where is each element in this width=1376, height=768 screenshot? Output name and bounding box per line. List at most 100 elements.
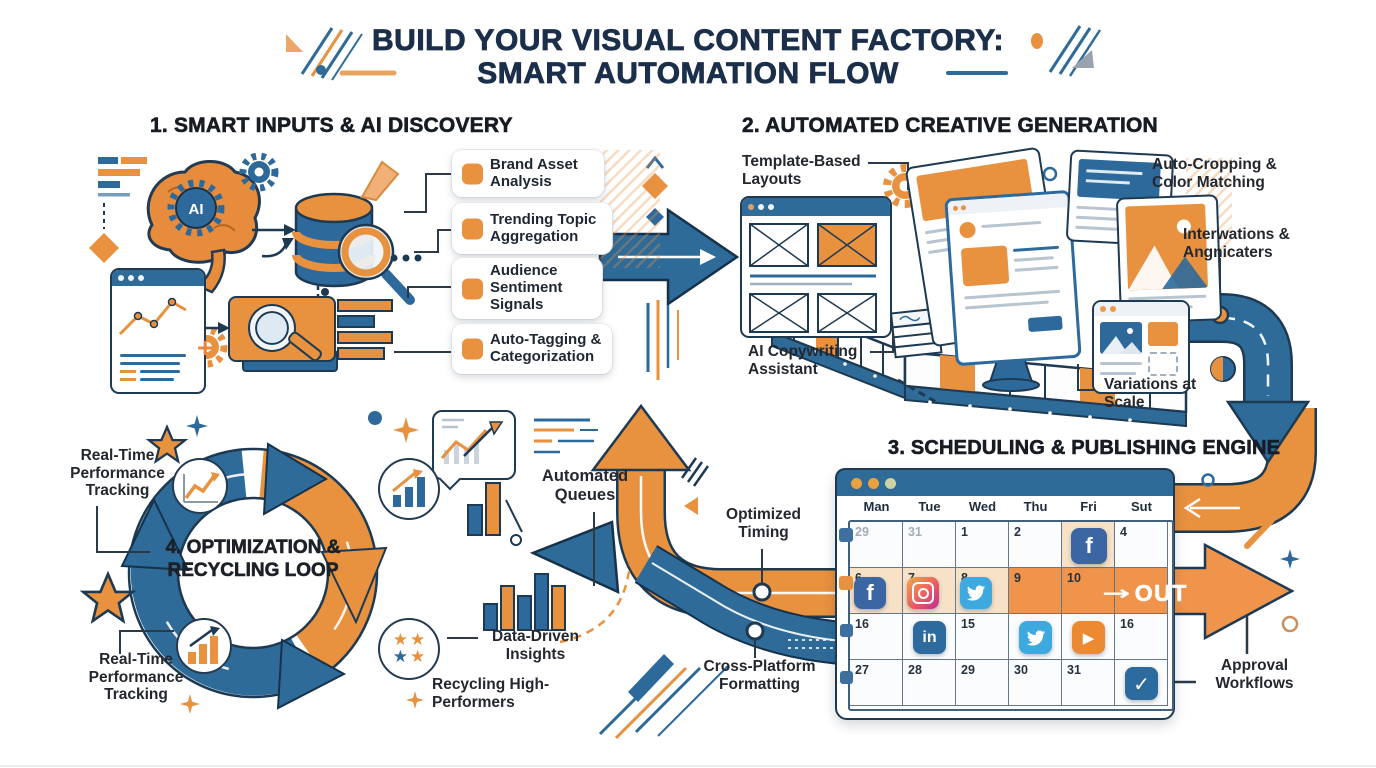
bullet-icon bbox=[462, 163, 483, 184]
label-ai-copywriting: AI Copywriting Assistant bbox=[748, 343, 858, 378]
bullet-icon bbox=[462, 218, 483, 239]
calendar-cell: 15 bbox=[956, 614, 1009, 660]
window-dot bbox=[868, 477, 879, 489]
window-dot bbox=[885, 477, 896, 489]
card-connectors bbox=[394, 173, 452, 353]
dashed-curves-decor bbox=[559, 196, 1199, 644]
plus-decor: + bbox=[197, 332, 214, 363]
line-chart-icon bbox=[118, 297, 187, 336]
list-bullet bbox=[840, 624, 853, 637]
instagram-icon bbox=[907, 577, 939, 609]
check-icon: ✓ bbox=[1125, 667, 1158, 700]
label-interwations: Interwations & Angnicaters bbox=[1183, 226, 1290, 261]
day-header: Wed bbox=[968, 499, 997, 514]
youtube-icon: ▶ bbox=[1072, 621, 1105, 654]
star-icon bbox=[79, 424, 189, 625]
list-bullet bbox=[840, 671, 853, 684]
facebook-icon: f bbox=[1071, 528, 1107, 564]
wireframe-browser bbox=[740, 196, 892, 338]
bar-chart-small-icon bbox=[467, 482, 523, 536]
card-label: Brand Asset Analysis bbox=[490, 155, 578, 190]
calendar-titlebar bbox=[835, 468, 1175, 496]
arrow-right-icon: → bbox=[1102, 581, 1131, 605]
window-titlebar bbox=[112, 270, 204, 286]
calendar-cell: 28 bbox=[903, 660, 956, 706]
section4-header: 4. OPTIMIZATION & RECYCLING LOOP bbox=[165, 537, 341, 581]
node-connectors bbox=[96, 506, 1249, 684]
label-cross-platform: Cross-Platform Formatting bbox=[703, 658, 816, 693]
mountain-image-icon bbox=[1128, 219, 1209, 291]
bar-chart-icon bbox=[188, 626, 220, 664]
list-bullet bbox=[839, 528, 853, 542]
list-bullet bbox=[839, 576, 853, 590]
calendar-cell: 2 bbox=[1009, 522, 1062, 568]
search-panel bbox=[228, 296, 336, 364]
vertical-lines-decor bbox=[646, 300, 679, 380]
label-auto-cropping: Auto-Cropping & Color Matching bbox=[1152, 156, 1277, 191]
ai-brain-icon: AI bbox=[146, 160, 261, 294]
search-icon bbox=[250, 306, 294, 350]
list-bars-icon bbox=[316, 286, 393, 362]
twitter-icon bbox=[1019, 621, 1052, 654]
badge-bar-chart-orange bbox=[176, 618, 232, 674]
asset-card-image bbox=[1115, 194, 1223, 324]
bullet-icon bbox=[462, 278, 483, 299]
pipe-blue-down bbox=[1128, 258, 1311, 465]
calendar-cell: 9 bbox=[1009, 568, 1062, 614]
card-label: Auto-Tagging & Categorization bbox=[490, 331, 602, 365]
twitter-icon bbox=[960, 577, 992, 609]
mini-bars-icon bbox=[89, 157, 147, 263]
calendar-cell: 4 bbox=[1115, 522, 1168, 568]
chart-bubble bbox=[432, 410, 516, 491]
calendar-cell: 27 bbox=[850, 660, 903, 706]
window-dot bbox=[851, 477, 862, 489]
stars-icon: ★★ ★★ bbox=[392, 630, 426, 667]
search-handle bbox=[286, 329, 324, 364]
title-decor-right-icon bbox=[946, 25, 1102, 77]
diagonal-lines-decor bbox=[598, 457, 729, 740]
bottom-edge-line bbox=[0, 765, 1376, 767]
bar-chart-insights-icon bbox=[483, 573, 566, 631]
ink-dot bbox=[321, 288, 329, 296]
facebook-icon: f bbox=[854, 577, 886, 609]
magnifier-icon bbox=[337, 223, 415, 305]
label-recycling: Recycling High-Performers bbox=[432, 676, 550, 711]
half-circle-icon bbox=[1210, 356, 1236, 382]
bar-chart-icon bbox=[392, 469, 425, 507]
card-label: Trending Topic Aggregation bbox=[490, 210, 597, 245]
badge-stars: ★★ ★★ bbox=[378, 618, 440, 680]
pipe-orange-return bbox=[1158, 408, 1317, 533]
speed-lines-decor bbox=[534, 418, 598, 454]
feature-card: Trending Topic Aggregation bbox=[452, 203, 612, 254]
page-title-line2: SMART AUTOMATION FLOW bbox=[477, 57, 899, 91]
diamond-decor bbox=[642, 155, 668, 226]
label-optimized-timing: Optimized Timing bbox=[726, 506, 801, 541]
calendar-cell bbox=[1115, 568, 1168, 614]
day-header: Thu bbox=[1023, 499, 1048, 514]
card-label: Audience Sentiment Signals bbox=[490, 262, 563, 313]
section3-header: 3. SCHEDULING & PUBLISHING ENGINE bbox=[888, 437, 1281, 460]
calendar-cell: 31 bbox=[1062, 660, 1115, 706]
window-titlebar bbox=[742, 198, 890, 216]
day-header: Sut bbox=[1131, 499, 1152, 514]
gear-icon bbox=[239, 152, 279, 192]
calendar-cell: 31 bbox=[903, 522, 956, 568]
ellipsis-dots-icon bbox=[390, 254, 422, 262]
day-header: Fri bbox=[1080, 499, 1097, 514]
title-decor-left-icon bbox=[286, 27, 397, 81]
label-variations: Variations at Scale bbox=[1104, 376, 1197, 411]
section2-header: 2. AUTOMATED CREATIVE GENERATION bbox=[742, 114, 1158, 138]
day-header: Man bbox=[863, 499, 890, 514]
calendar-cell: 29 bbox=[956, 660, 1009, 706]
feature-card: Auto-Tagging & Categorization bbox=[452, 324, 612, 374]
out-label-group: → OUT bbox=[1102, 574, 1278, 612]
line-chart-icon bbox=[183, 472, 220, 503]
label-data-driven: Data-Driven Insights bbox=[492, 628, 579, 663]
calendar-cell: 29 bbox=[850, 522, 903, 568]
analytics-window bbox=[110, 268, 206, 394]
bubble-chart-icon bbox=[440, 418, 504, 464]
design-screen-front bbox=[944, 189, 1082, 367]
calendar-cell: 16 bbox=[850, 614, 903, 660]
